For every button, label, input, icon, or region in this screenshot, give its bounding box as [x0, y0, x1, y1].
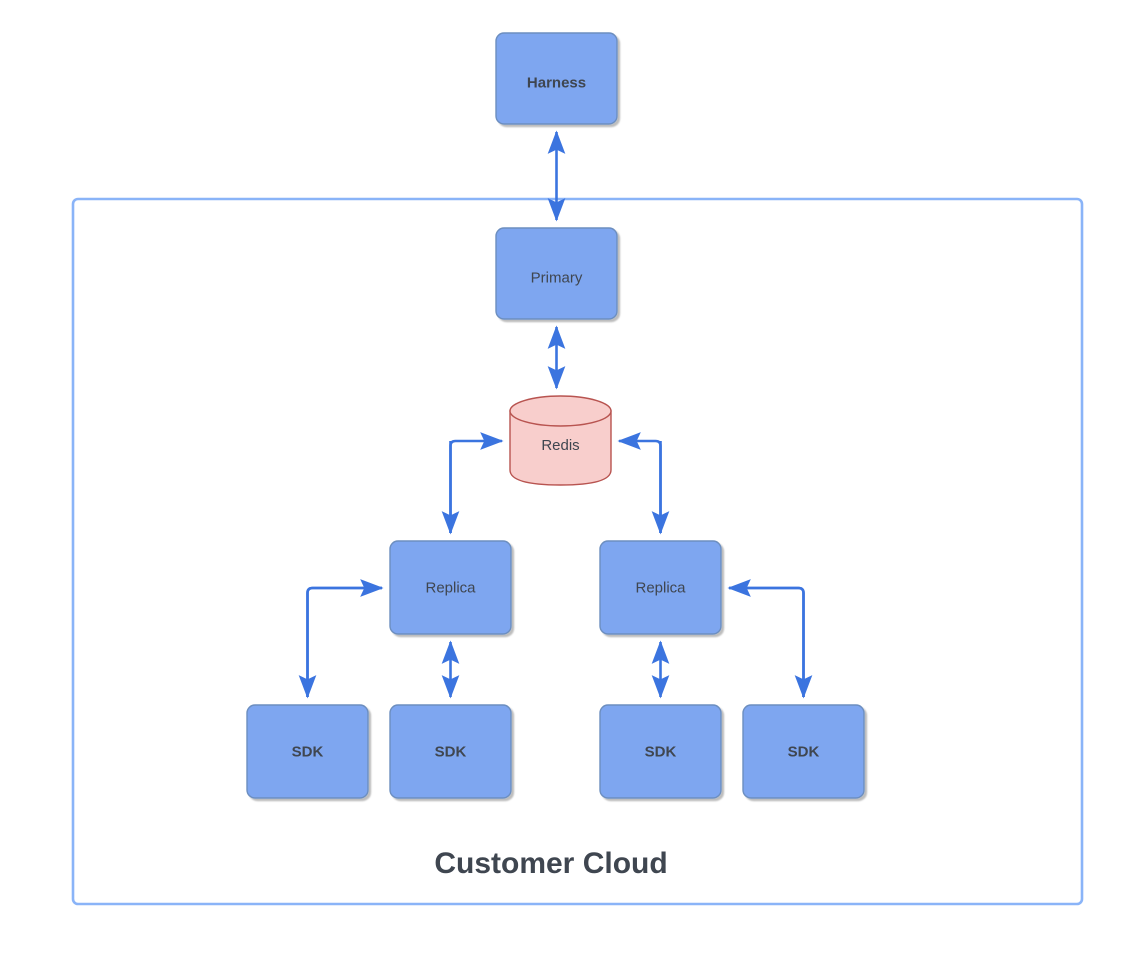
customer-cloud-group: Customer Cloud [71, 197, 1084, 906]
node-sdk-1-shape[interactable] [246, 704, 369, 799]
node-sdk-2-shape[interactable] [389, 704, 512, 799]
edge-replica-right-sdk-4 [729, 586, 813, 699]
node-redis-label: Redis [541, 437, 579, 454]
node-sdk-3-label: SDK [645, 743, 677, 760]
customer-cloud-label: Customer Cloud [434, 847, 667, 880]
node-replica-right[interactable]: Replica [599, 540, 722, 635]
node-sdk-1-label: SDK [292, 743, 324, 760]
edge-sdk-1-replica-left [306, 579, 384, 697]
edge-replica-right-redis [617, 432, 662, 533]
edge-sdk-4-replica-right [727, 579, 805, 697]
edge-replica-left-sdk-1 [298, 586, 382, 699]
node-harness[interactable]: Harness [495, 32, 618, 125]
node-sdk-4[interactable]: SDK [742, 704, 865, 799]
node-replica-left[interactable]: Replica [389, 540, 512, 635]
node-sdk-3-shape[interactable] [599, 704, 722, 799]
node-redis-top [509, 395, 612, 427]
node-primary[interactable]: Primary [495, 227, 618, 320]
node-sdk-4-label: SDK [788, 743, 820, 760]
node-sdk-4-shape[interactable] [742, 704, 865, 799]
node-primary-label: Primary [531, 269, 583, 286]
node-sdk-2-label: SDK [435, 743, 467, 760]
node-replica-left-shape[interactable] [389, 540, 512, 635]
node-sdk-1[interactable]: SDK [246, 704, 369, 799]
node-redis[interactable]: Redis [509, 395, 612, 486]
node-sdk-2[interactable]: SDK [389, 704, 512, 799]
node-redis-body[interactable] [509, 410, 612, 486]
node-replica-left-label: Replica [425, 579, 476, 596]
edge-replica-left-redis [449, 432, 504, 533]
node-sdk-3[interactable]: SDK [599, 704, 722, 799]
node-harness-shape[interactable] [495, 32, 618, 125]
node-replica-right-shape[interactable] [599, 540, 722, 635]
node-replica-right-label: Replica [635, 579, 686, 596]
connectors [298, 130, 813, 699]
customer-cloud-border [71, 197, 1084, 906]
node-harness-label: Harness [527, 74, 586, 91]
node-primary-shape[interactable] [495, 227, 618, 320]
